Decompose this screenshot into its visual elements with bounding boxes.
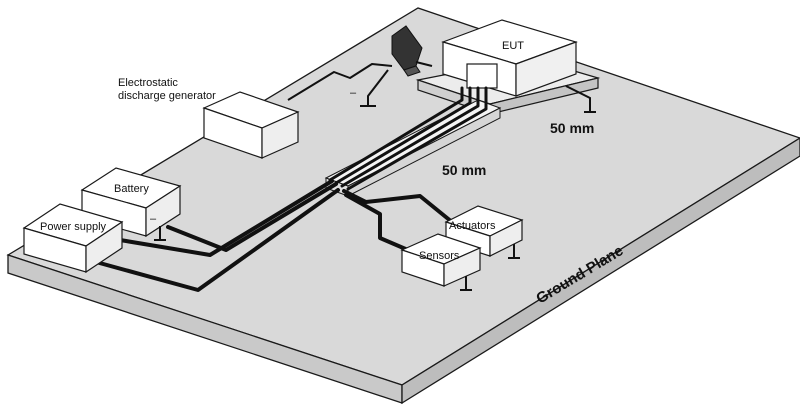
esd-generator-label-line1: Electrostatic (118, 77, 178, 89)
sensors-ground (460, 276, 472, 291)
wire-harness (94, 86, 488, 292)
harness-wire-1 (328, 86, 464, 182)
ground-plane-right-edge (401, 137, 800, 405)
wire-to-power-supply (106, 179, 334, 257)
power-supply-box (22, 203, 124, 274)
actuators-label: Actuators (449, 220, 496, 232)
harness-spacing-dimension: 50 mm (442, 162, 486, 178)
actuators-box (444, 205, 524, 257)
battery-minus-sign: – (150, 213, 157, 225)
battery-box (80, 167, 182, 238)
esd-gun (391, 25, 433, 77)
esd-minus-sign: – (350, 87, 357, 99)
eut-box (441, 19, 578, 97)
battery-ground (154, 226, 166, 241)
battery-label: Battery (114, 183, 149, 195)
actuators-ground (508, 244, 520, 259)
wire-to-sensors (344, 193, 410, 252)
esd-ground-lead (367, 69, 389, 106)
esd-generator (202, 91, 300, 159)
wire-to-battery (166, 182, 338, 252)
wire-to-actuators (342, 189, 454, 224)
harness-wire-4 (346, 86, 488, 191)
eut-spacing-dimension: 50 mm (550, 120, 594, 136)
eut-ground-lead (565, 85, 596, 113)
harness-wire-3 (340, 86, 480, 188)
eut-label: EUT (502, 40, 524, 52)
esd-generator-label-line2: discharge generator (118, 90, 216, 102)
wire-power-return (94, 188, 340, 292)
power-supply-label: Power supply (40, 221, 107, 233)
esd-cable (287, 63, 393, 106)
sensors-box (400, 233, 482, 287)
harness-wire-2 (334, 86, 472, 185)
sensors-label: Sensors (419, 250, 460, 262)
